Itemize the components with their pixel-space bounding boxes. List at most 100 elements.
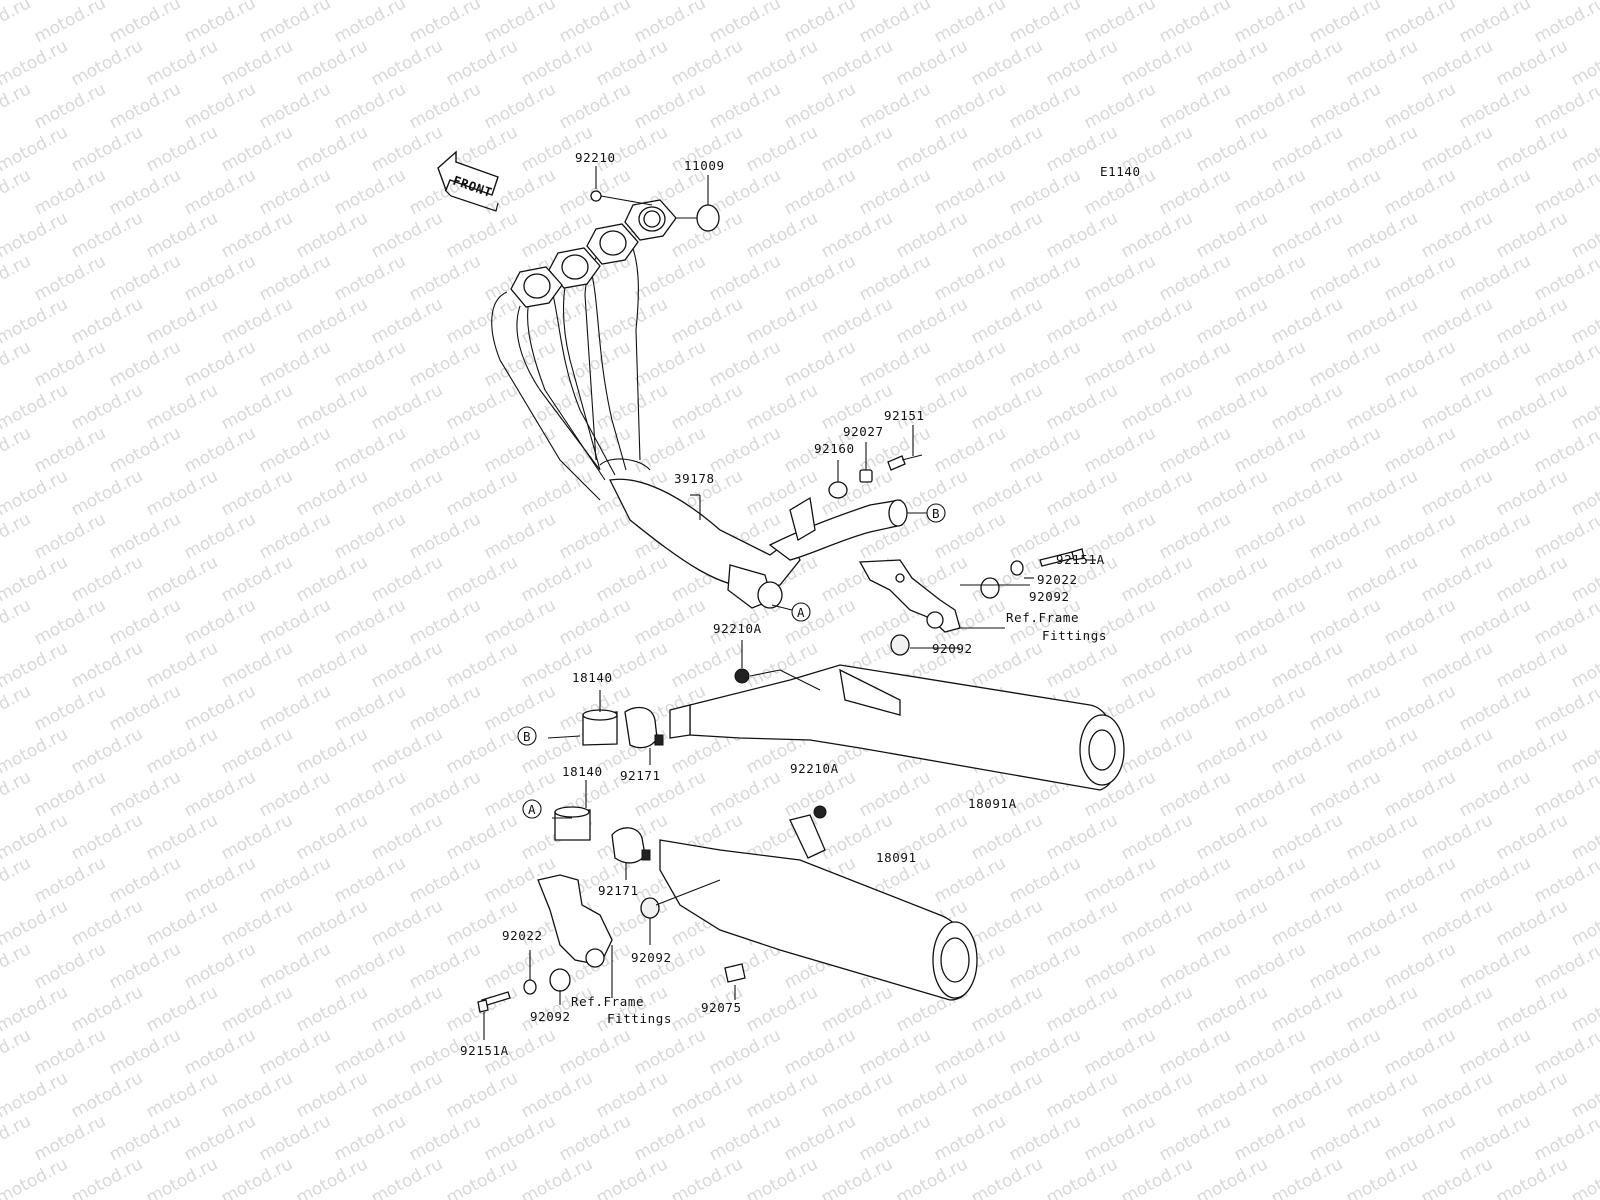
watermark-text: motod.ru xyxy=(368,208,446,262)
watermark-text: motod.ru xyxy=(218,982,296,1036)
marker-b-bottom-label: B xyxy=(523,729,531,744)
watermark-text: motod.ru xyxy=(1231,853,1309,907)
watermark-text: motod.ru xyxy=(1493,122,1571,176)
watermark-text: motod.ru xyxy=(1418,1154,1496,1200)
watermark-text: motod.ru xyxy=(1418,810,1496,864)
damper-92092-left xyxy=(549,968,571,992)
watermark-text: motod.ru xyxy=(1156,939,1234,993)
watermark-text: motod.ru xyxy=(143,380,221,434)
watermark-text: motod.ru xyxy=(368,1154,446,1200)
watermark-text: motod.ru xyxy=(818,122,896,176)
watermark-text: motod.ru xyxy=(706,0,784,47)
watermark-text: motod.ru xyxy=(1006,423,1084,477)
watermark-text: motod.ru xyxy=(1193,638,1271,692)
watermark-text: motod.ru xyxy=(1193,380,1271,434)
part-label: 92151 xyxy=(884,408,925,423)
watermark-text: motod.ru xyxy=(1306,79,1384,133)
watermark-text: motod.ru xyxy=(1118,896,1196,950)
watermark-text: motod.ru xyxy=(556,79,634,133)
watermark-text: motod.ru xyxy=(1343,1154,1421,1200)
watermark-text: motod.ru xyxy=(593,294,671,348)
watermark-text: motod.ru xyxy=(968,380,1046,434)
watermark-text: motod.ru xyxy=(106,337,184,391)
watermark-text: motod.ru xyxy=(406,853,484,907)
watermark-text: motod.ru xyxy=(256,0,334,47)
part-label: 18140 xyxy=(562,764,603,779)
watermark-text: motod.ru xyxy=(1493,810,1571,864)
watermark-text: motod.ru xyxy=(1343,638,1421,692)
watermark-text: motod.ru xyxy=(143,208,221,262)
watermark-text: motod.ru xyxy=(1531,423,1600,477)
watermark-text: motod.ru xyxy=(1006,165,1084,219)
watermark-text: motod.ru xyxy=(893,294,971,348)
watermark-text: motod.ru xyxy=(31,165,109,219)
watermark-text: motod.ru xyxy=(631,939,709,993)
watermark-text: motod.ru xyxy=(1456,853,1534,907)
watermark-text: motod.ru xyxy=(593,36,671,90)
watermark-text: motod.ru xyxy=(1456,0,1534,47)
damper-92092-right-top xyxy=(980,577,1000,599)
part-label: 92092 xyxy=(1029,589,1070,604)
watermark-text: motod.ru xyxy=(593,1068,671,1122)
watermark-text: motod.ru xyxy=(1268,1154,1346,1200)
watermark-text: motod.ru xyxy=(931,853,1009,907)
watermark-text: motod.ru xyxy=(1531,1111,1600,1165)
watermark-text: motod.ru xyxy=(781,251,859,305)
watermark-text: motod.ru xyxy=(106,0,184,47)
watermark-text: motod.ru xyxy=(781,79,859,133)
watermark-text: motod.ru xyxy=(0,0,34,47)
watermark-text: motod.ru xyxy=(31,423,109,477)
watermark-text: motod.ru xyxy=(931,1111,1009,1165)
watermark-text: motod.ru xyxy=(1231,0,1309,47)
watermark-text: motod.ru xyxy=(143,724,221,778)
watermark-text: motod.ru xyxy=(1493,1154,1571,1200)
watermark-text: motod.ru xyxy=(856,1025,934,1079)
watermark-text: motod.ru xyxy=(1156,1111,1234,1165)
watermark-text: motod.ru xyxy=(106,853,184,907)
watermark-text: motod.ru xyxy=(1418,122,1496,176)
watermark-text: motod.ru xyxy=(68,810,146,864)
watermark-text: motod.ru xyxy=(406,0,484,47)
watermark-text: motod.ru xyxy=(0,1068,71,1122)
watermark-text: motod.ru xyxy=(1381,79,1459,133)
marker-a-top-label: A xyxy=(797,605,805,620)
watermark-text: motod.ru xyxy=(31,595,109,649)
watermark-text: motod.ru xyxy=(331,681,409,735)
watermark-text: motod.ru xyxy=(293,122,371,176)
watermark-text: motod.ru xyxy=(331,1111,409,1165)
watermark-text: motod.ru xyxy=(293,1068,371,1122)
watermark-text: motod.ru xyxy=(706,1111,784,1165)
watermark-text: motod.ru xyxy=(1493,466,1571,520)
watermark-text: motod.ru xyxy=(1306,853,1384,907)
watermark-text: motod.ru xyxy=(1081,79,1159,133)
watermark-text: motod.ru xyxy=(31,509,109,563)
watermark-text: motod.ru xyxy=(331,509,409,563)
watermark-text: motod.ru xyxy=(1343,36,1421,90)
watermark-text: motod.ru xyxy=(968,1154,1046,1200)
watermark-text: motod.ru xyxy=(256,595,334,649)
watermark-text: motod.ru xyxy=(781,1025,859,1079)
part-label: 18091 xyxy=(876,850,917,865)
watermark-text: motod.ru xyxy=(256,423,334,477)
watermark-text: motod.ru xyxy=(893,36,971,90)
watermark-text: motod.ru xyxy=(631,79,709,133)
watermark-text: motod.ru xyxy=(331,337,409,391)
watermark-text: motod.ru xyxy=(1418,982,1496,1036)
watermark-text: motod.ru xyxy=(1531,337,1600,391)
watermark-text: motod.ru xyxy=(181,767,259,821)
watermark-text: motod.ru xyxy=(1081,1025,1159,1079)
watermark-text: motod.ru xyxy=(968,896,1046,950)
watermark-text: motod.ru xyxy=(406,767,484,821)
watermark-text: motod.ru xyxy=(668,1154,746,1200)
watermark-text: motod.ru xyxy=(143,294,221,348)
watermark-text: motod.ru xyxy=(931,0,1009,47)
watermark-text: motod.ru xyxy=(931,1025,1009,1079)
left-bracket-assembly xyxy=(477,874,721,1040)
watermark-text: motod.ru xyxy=(1231,251,1309,305)
part-label: 92171 xyxy=(620,768,661,783)
watermark-text: motod.ru xyxy=(556,337,634,391)
watermark-text: motod.ru xyxy=(443,380,521,434)
washer-92022-right xyxy=(1010,560,1024,576)
part-label: 39178 xyxy=(674,471,715,486)
watermark-text: motod.ru xyxy=(143,810,221,864)
